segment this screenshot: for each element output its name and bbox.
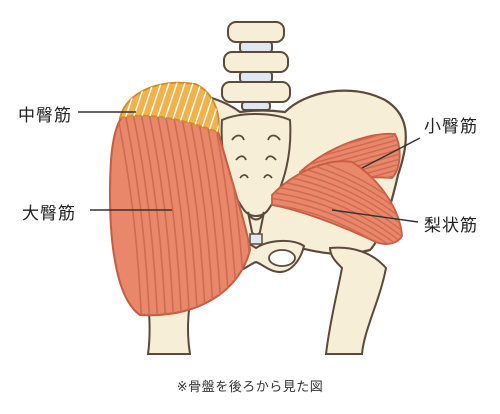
muscle-fiber (272, 185, 402, 244)
muscle-fiber (135, 92, 167, 316)
label-gluteus-medius: 中臀筋 (18, 106, 72, 126)
muscle-fiber (213, 82, 219, 132)
label-piriformis: 梨状筋 (424, 216, 478, 236)
muscle-fiber (159, 92, 191, 316)
muscle-fiber (272, 203, 402, 244)
muscle-fiber (127, 92, 159, 316)
muscle-fiber (119, 92, 151, 316)
muscle-fiber (300, 137, 400, 169)
figure-caption: ※骨盤を後ろから見た図 (176, 380, 324, 395)
muscle-fiber (272, 197, 402, 244)
label-gluteus-minimus: 小臀筋 (424, 117, 478, 137)
leader-lines (78, 111, 421, 223)
label-gluteus-maximus: 大臀筋 (22, 204, 76, 224)
leader-gluteus-minimus (361, 137, 421, 169)
muscle-fiber (272, 191, 402, 244)
muscle-fiber (151, 92, 183, 316)
lumbar-spine (221, 21, 291, 111)
muscle-fiber (272, 179, 402, 241)
muscle-fiber (143, 92, 175, 316)
leader-piriformis (331, 209, 419, 223)
